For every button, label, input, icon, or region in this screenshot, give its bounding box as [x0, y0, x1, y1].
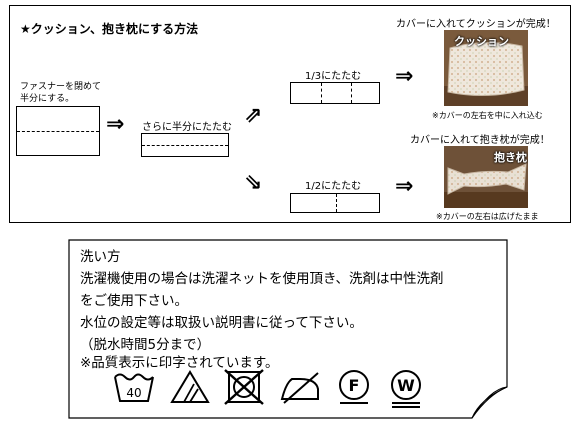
wash-tub-40-icon: 40	[112, 369, 156, 409]
fold-line	[142, 145, 228, 146]
wet-clean-w-icon: W	[386, 369, 426, 413]
fold-pillow-label: 1/2にたたむ	[305, 181, 362, 192]
fold-line	[336, 194, 337, 212]
bleach-triangle-icon	[170, 369, 210, 409]
fold-cushion-label: 1/3にたたむ	[305, 71, 362, 82]
wet-clean-letter: W	[397, 376, 415, 395]
step1-line1: ファスナーを閉めて	[20, 82, 102, 92]
halves-fold-diagram	[290, 193, 380, 213]
no-tumble-dry-icon	[224, 369, 264, 409]
folded-quarter-diagram	[141, 133, 229, 157]
dry-clean-letter: F	[349, 376, 360, 395]
step1-line2: 半分にする。	[20, 94, 75, 104]
thirds-fold-diagram	[290, 82, 380, 104]
dry-clean-f-icon: F	[334, 369, 374, 409]
cushion-note: ※カバーの左右を中に入れ込む	[432, 111, 543, 120]
right-arrow-icon: ⇒	[395, 64, 414, 89]
cushion-caption: カバーに入れてクッションが完成！	[396, 19, 556, 30]
washing-line2: をご使用下さい。	[80, 293, 188, 309]
folded-half-diagram	[16, 106, 100, 156]
right-arrow-icon: ⇒	[106, 112, 125, 137]
wash-temp-label: 40	[126, 386, 141, 400]
washing-line4: （脱水時間5分まで）	[80, 337, 211, 353]
washing-line3: 水位の設定等は取扱い説明書に従って下さい。	[80, 315, 363, 331]
washing-line5: ※品質表示に印字されています。	[80, 355, 279, 371]
right-arrow-icon: ⇒	[395, 174, 414, 199]
pillow-note: ※カバーの左右は広げたまま	[436, 212, 539, 221]
up-right-arrow-icon: ⇗	[244, 103, 263, 128]
step2-label: さらに半分にたたむ	[142, 122, 232, 133]
folding-guide-panel	[9, 5, 571, 223]
down-right-arrow-icon: ⇘	[244, 170, 263, 195]
washing-heading: 洗い方	[80, 249, 121, 265]
washing-line1: 洗濯機使用の場合は洗濯ネットを使用頂き、洗剤は中性洗剤	[80, 271, 444, 287]
fold-line	[351, 83, 352, 103]
fold-line	[17, 131, 99, 132]
cushion-photo: クッション	[444, 30, 528, 106]
cushion-photo-label: クッション	[454, 35, 509, 48]
pillow-caption: カバーに入れて抱き枕が完成！	[410, 135, 550, 146]
iron-low-icon	[278, 369, 322, 409]
guide-title: ★クッション、抱き枕にする方法	[20, 22, 199, 36]
fold-line	[321, 83, 322, 103]
washing-instructions-card: 洗い方 洗濯機使用の場合は洗濯ネットを使用頂き、洗剤は中性洗剤 をご使用下さい。…	[68, 239, 508, 419]
pillow-photo: 抱き枕	[444, 146, 528, 208]
pillow-photo-label: 抱き枕	[494, 151, 527, 164]
